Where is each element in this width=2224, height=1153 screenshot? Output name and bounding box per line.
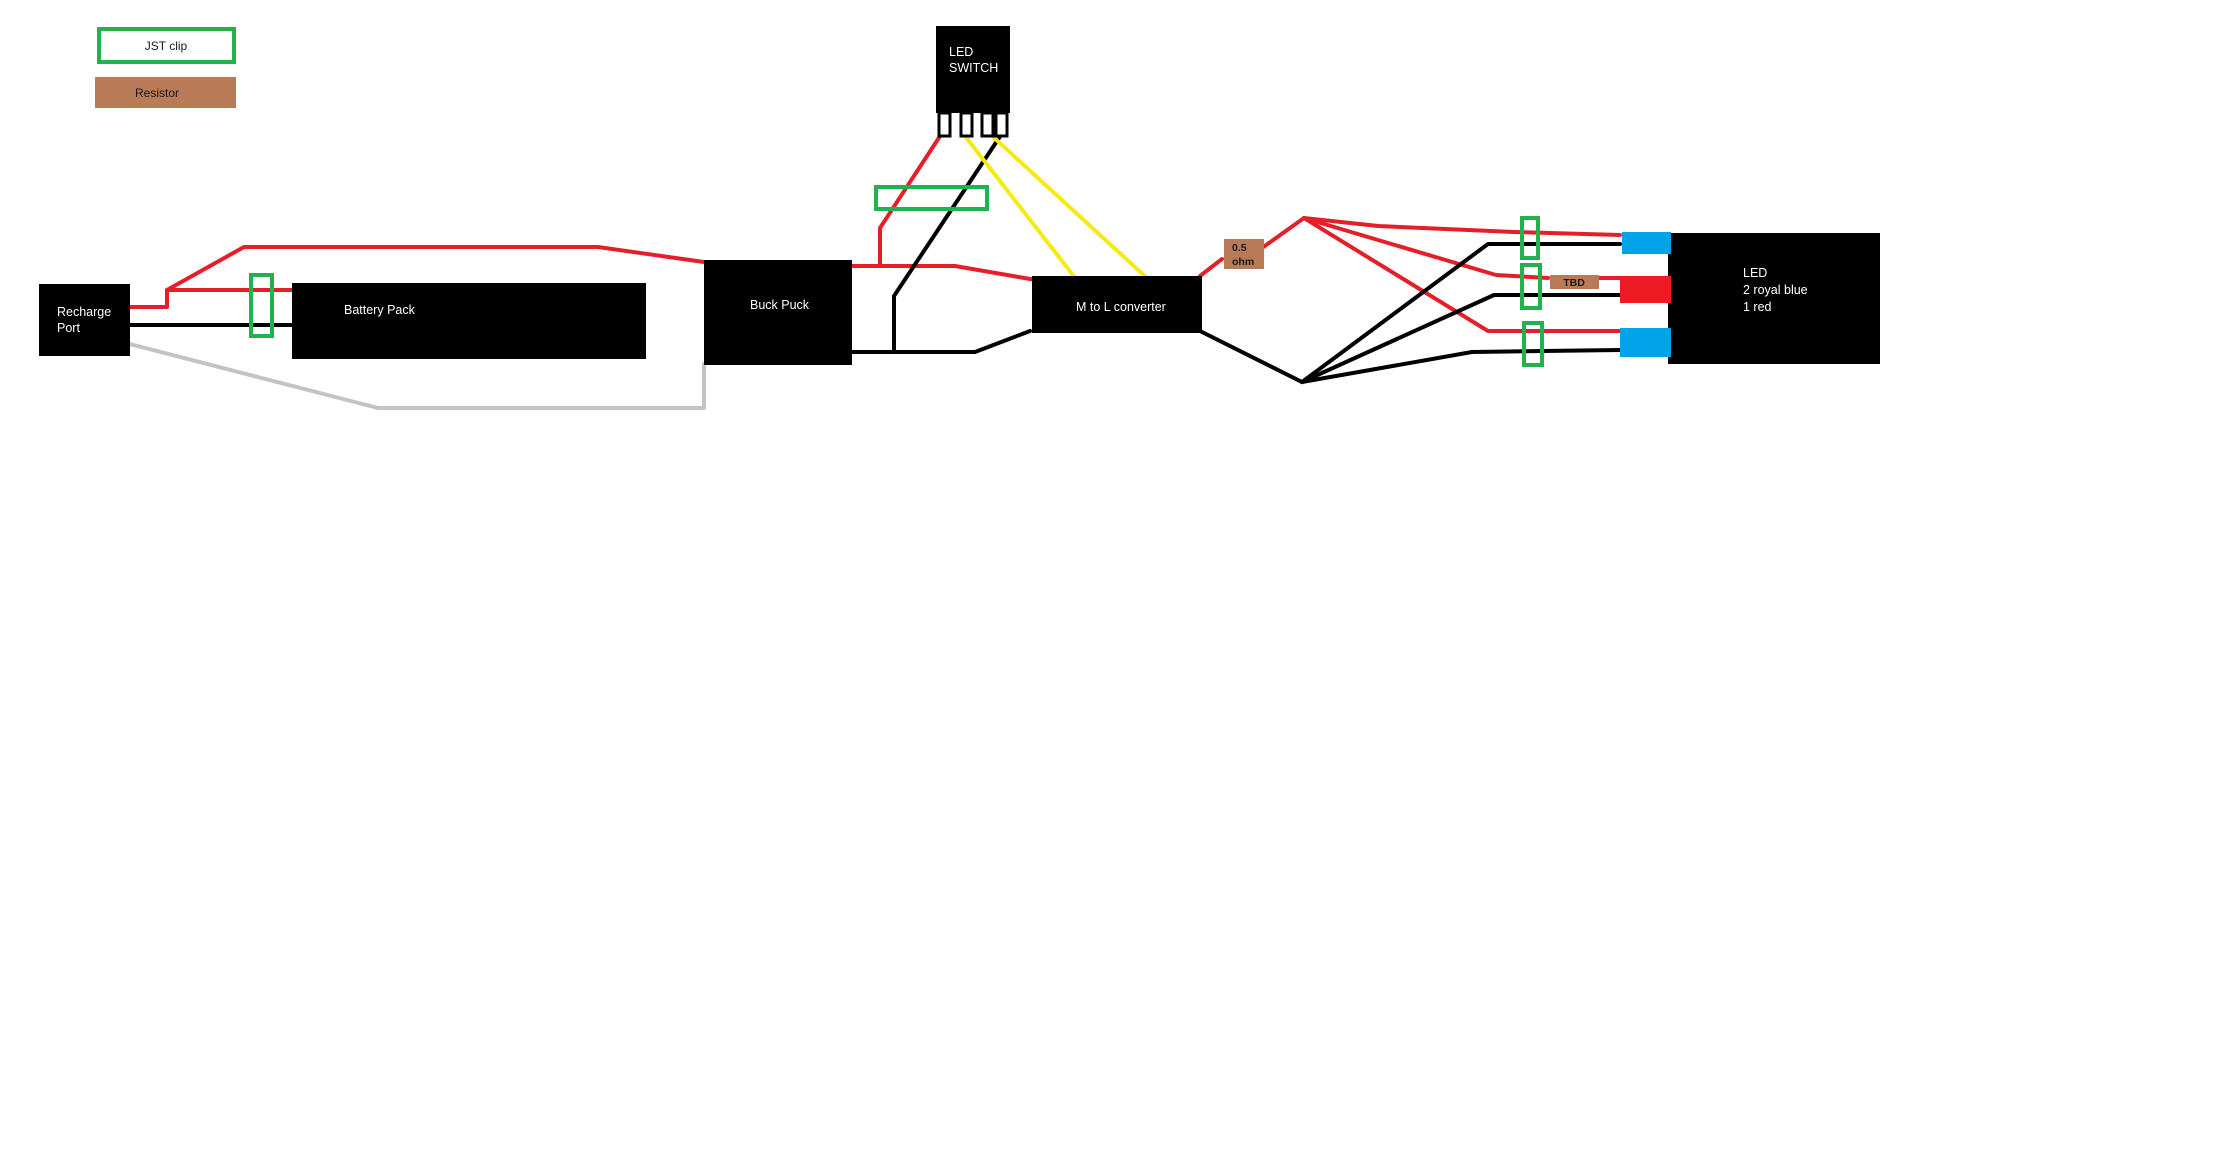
jst-clip-led-top — [1520, 216, 1540, 260]
led-switch-pin-2 — [959, 111, 974, 138]
led-switch-pin-3 — [980, 111, 995, 138]
red-wire-buck-to-converter — [844, 264, 1038, 282]
led-module-label-line3: 1 red — [1743, 300, 1772, 314]
led-module-label-line2: 2 royal blue — [1743, 283, 1808, 297]
led-module: LED 2 royal blue 1 red — [1620, 232, 1880, 364]
red-led — [1620, 276, 1671, 303]
yellow-wire-2 — [988, 132, 1150, 281]
led-switch-label-line2: SWITCH — [949, 61, 998, 75]
resistor-main-label-line1: 0.5 — [1232, 242, 1247, 254]
legend-jst-clip-swatch — [97, 27, 236, 64]
black-wire-to-blue-led-bottom — [1300, 348, 1622, 384]
red-wire-resistor-to-hub — [1260, 216, 1306, 250]
grey-return-wire — [124, 341, 706, 410]
black-wire-to-blue-led-top — [1300, 242, 1622, 384]
buck-puck: Buck Puck — [704, 260, 852, 365]
battery-pack: Battery Pack — [292, 283, 646, 359]
m-to-l-converter-body — [1032, 276, 1202, 333]
buck-puck-label: Buck Puck — [750, 298, 810, 312]
jst-clip-led-middle — [1520, 263, 1542, 310]
recharge-port: Recharge Port — [39, 284, 130, 356]
jst-clip-battery — [249, 273, 274, 338]
led-switch: LED SWITCH — [936, 26, 1010, 138]
m-to-l-converter: M to L converter — [1032, 276, 1202, 333]
led-switch-label-line1: LED — [949, 45, 973, 59]
black-wire-to-red-led — [1300, 293, 1622, 384]
jst-clip-switch — [874, 185, 989, 211]
black-wire-converter-out — [1198, 329, 1304, 384]
jst-clip-led-bottom — [1522, 321, 1544, 367]
led-switch-pin-1 — [937, 111, 952, 138]
led-module-body — [1668, 233, 1880, 364]
resistor-red-led-body — [1550, 275, 1599, 289]
legend-jst-clip-label: JST clip — [145, 39, 188, 53]
legend: JST clip Resistor — [95, 27, 236, 108]
blue-led-bottom — [1620, 328, 1671, 357]
legend-resistor-label: Resistor — [135, 86, 179, 100]
wires — [124, 128, 1622, 410]
led-module-label-line1: LED — [1743, 266, 1767, 280]
red-wire-converter-out — [1198, 257, 1224, 278]
resistor-main-label-line2: ohm — [1232, 256, 1254, 268]
battery-pack-label: Battery Pack — [344, 303, 416, 317]
red-wire-to-blue-led-top — [1302, 216, 1622, 237]
red-wire-to-switch — [878, 128, 946, 268]
resistor-red-led: TBD — [1550, 275, 1599, 289]
resistor-main: 0.5 ohm — [1224, 239, 1264, 269]
recharge-port-label-line2: Port — [57, 321, 80, 335]
recharge-port-body — [39, 284, 130, 356]
resistor-main-body — [1224, 239, 1264, 269]
recharge-port-label-line1: Recharge — [57, 305, 111, 319]
black-wire-buck-to-converter — [844, 329, 1032, 354]
led-switch-pin-4 — [994, 111, 1009, 138]
battery-pack-body — [292, 283, 646, 359]
legend-resistor-swatch — [95, 77, 236, 108]
yellow-wire-1 — [963, 134, 1078, 281]
jst-clips — [249, 185, 1544, 367]
m-to-l-converter-label: M to L converter — [1076, 300, 1166, 314]
led-switch-body — [936, 26, 1010, 113]
resistor-red-led-label: TBD — [1563, 277, 1585, 289]
blue-led-top — [1622, 232, 1671, 254]
red-wire-to-red-led — [1302, 216, 1550, 280]
red-wire-port-to-battery — [126, 288, 294, 309]
buck-puck-body — [704, 260, 852, 365]
led-switch-pins — [937, 111, 1009, 138]
red-wire-to-blue-led-bottom — [1302, 216, 1622, 333]
red-wire-port-to-buck — [165, 245, 706, 292]
